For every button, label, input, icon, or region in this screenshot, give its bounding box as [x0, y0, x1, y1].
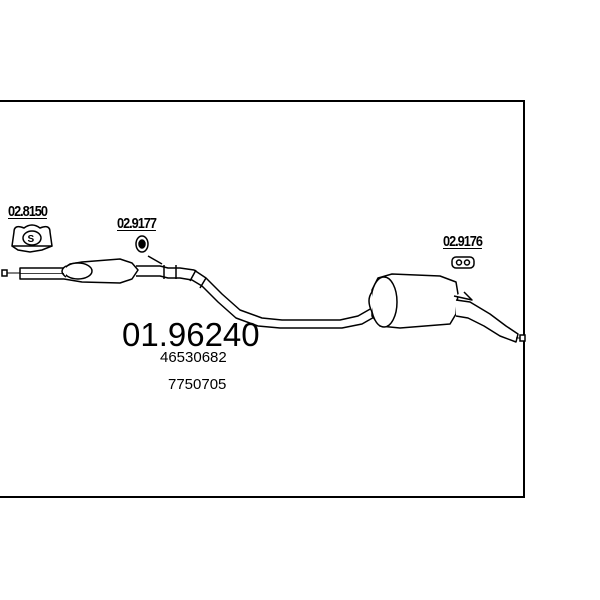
oem-number: 7750705 [168, 376, 227, 393]
part-number-rubber-ring: 02.9177 [117, 215, 157, 232]
oem-number: 46530682 [160, 349, 227, 366]
part-number-hanger: 02.9176 [443, 233, 483, 250]
part-number-clamp: 02.8150 [8, 203, 48, 220]
diagram-frame [0, 100, 525, 498]
hanger-icon [451, 256, 475, 269]
connecting-pipe [136, 265, 377, 329]
rear-connector [519, 334, 526, 342]
clamp-icon: S [11, 224, 53, 253]
svg-text:S: S [28, 234, 35, 245]
front-connector [1, 269, 8, 277]
rear-silencer [368, 273, 519, 343]
main-part-number: 01.96240 [122, 316, 260, 353]
rubber-ring-icon [135, 235, 149, 253]
middle-silencer [19, 258, 139, 284]
